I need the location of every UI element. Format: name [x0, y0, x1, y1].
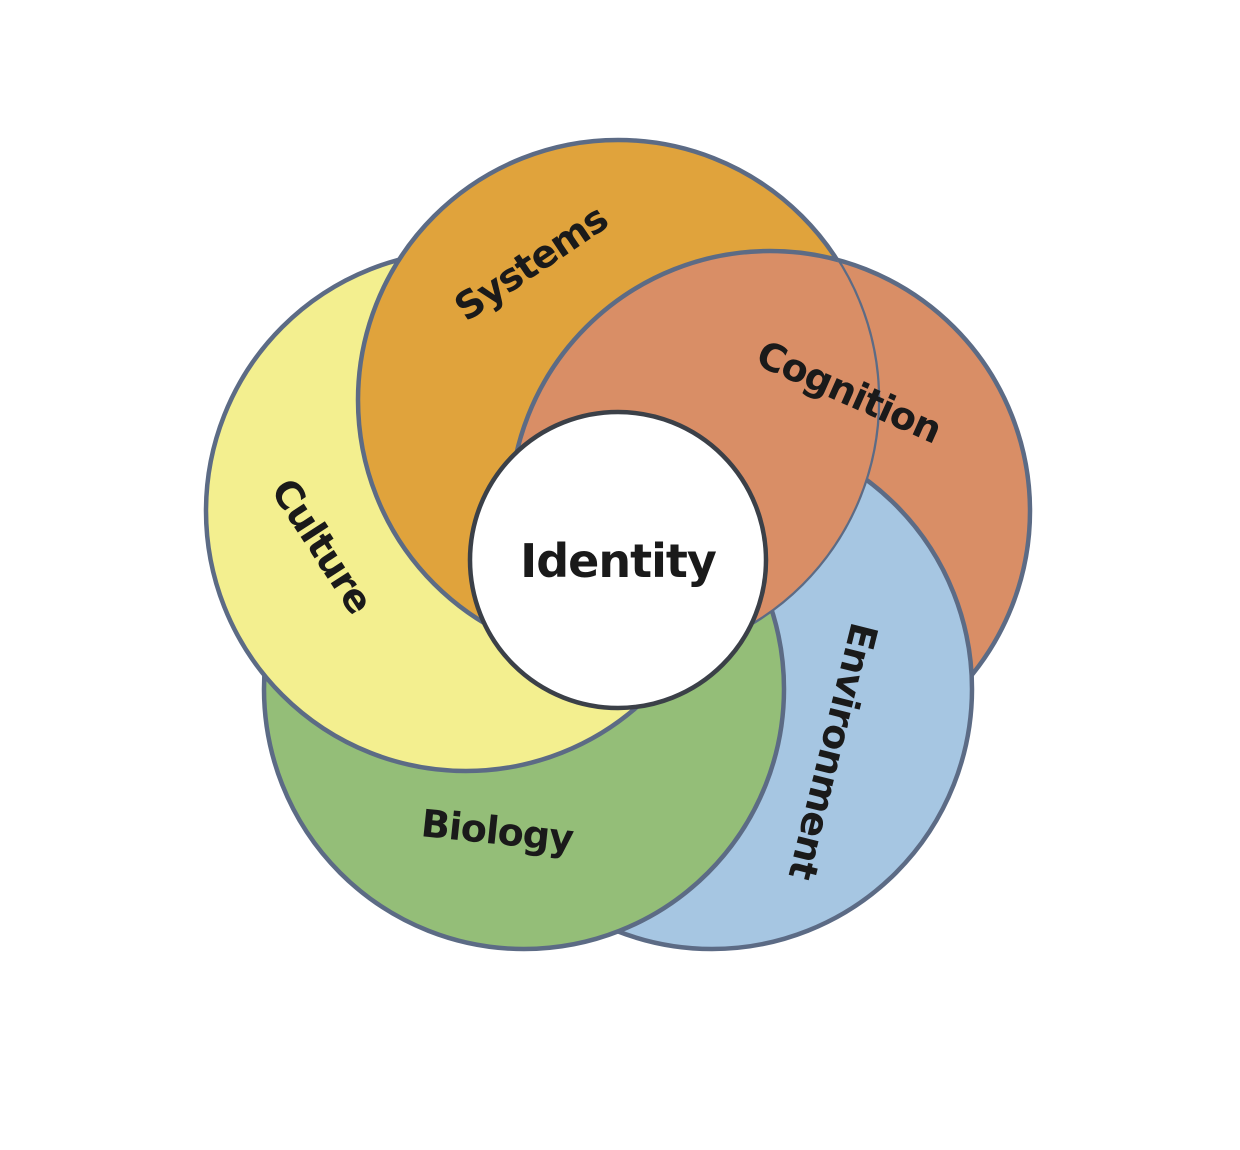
identity-center-circle	[467, 409, 769, 711]
identity-label: Identity	[520, 534, 717, 588]
